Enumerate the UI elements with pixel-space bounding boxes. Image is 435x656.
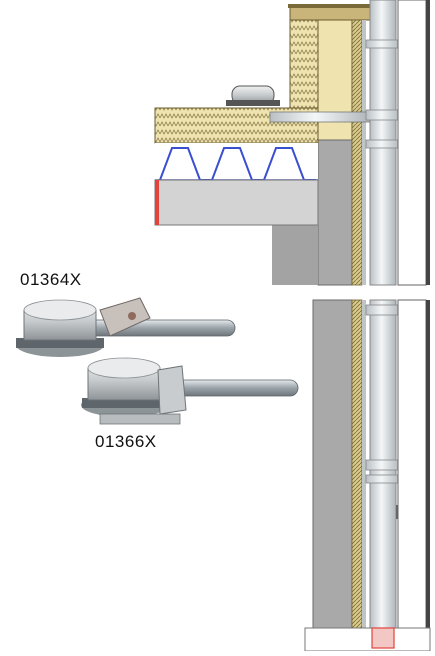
pipe-base-red	[371, 627, 395, 649]
part-label-01366x: 01366X	[95, 432, 157, 451]
beam-shadow	[272, 225, 318, 285]
steel-deck	[159, 147, 316, 181]
base-footing	[304, 627, 431, 652]
roof-beam	[154, 179, 319, 226]
roof-drain-installed	[226, 85, 371, 123]
base-plate-b	[99, 413, 181, 425]
threaded-rod-b	[169, 379, 299, 397]
air-gap-upper	[362, 20, 366, 285]
upper-section	[154, 0, 430, 286]
drain-part-b	[81, 357, 299, 425]
beam-edge-red	[155, 180, 159, 225]
horizontal-drain-pipe	[269, 111, 371, 123]
bracket-b	[157, 365, 187, 415]
part-label-01364x: 01364X	[20, 270, 82, 289]
threaded-rod-a	[74, 319, 236, 337]
wall-gray-lower	[312, 299, 353, 631]
clamp-plate-a	[99, 297, 151, 337]
parapet-cap	[289, 5, 371, 21]
lower-section	[304, 299, 431, 652]
wall-gray-upper	[317, 139, 353, 286]
outer-wall-lower	[397, 299, 427, 631]
drain-part-a	[16, 297, 236, 357]
hatched-strip-upper	[351, 19, 363, 286]
parapet-flashing	[288, 4, 372, 8]
outer-wall-upper	[397, 0, 427, 286]
hatched-strip-lower	[351, 299, 363, 631]
